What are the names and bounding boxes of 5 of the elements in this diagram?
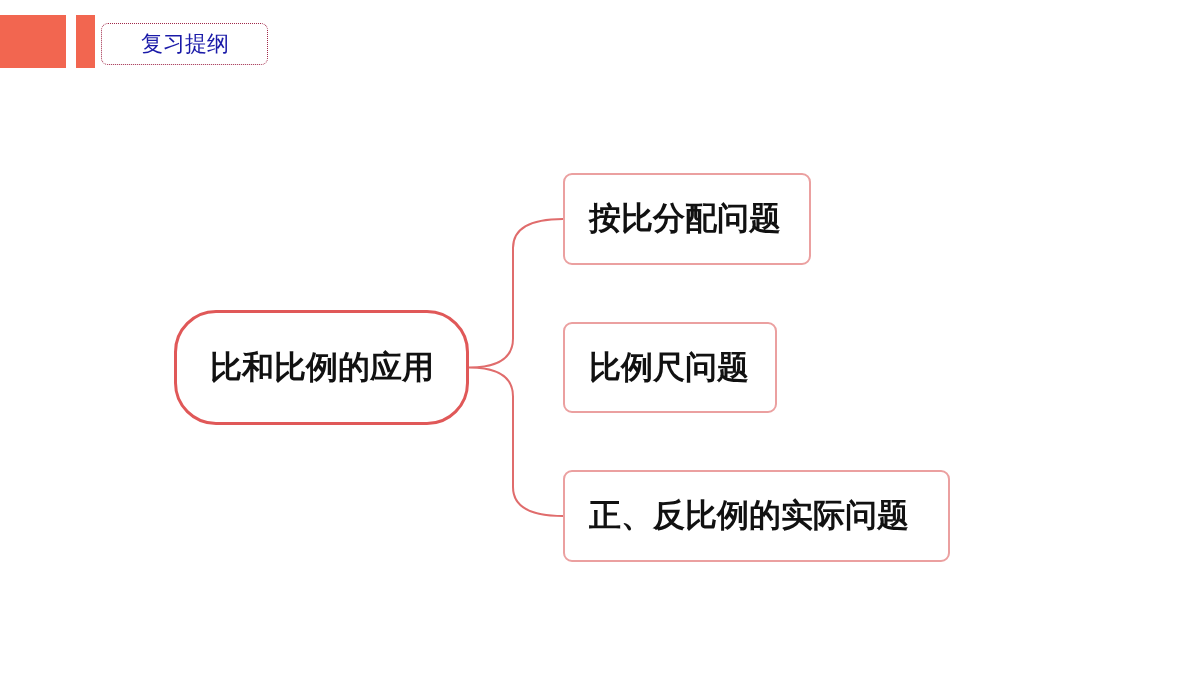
brace-connector (468, 218, 564, 517)
subtopic-box: 比例尺问题 (563, 322, 777, 413)
subtopic-box: 正、反比例的实际问题 (563, 470, 950, 562)
subtopic-box: 按比分配问题 (563, 173, 811, 265)
topic-box: 比和比例的应用 (174, 310, 469, 425)
